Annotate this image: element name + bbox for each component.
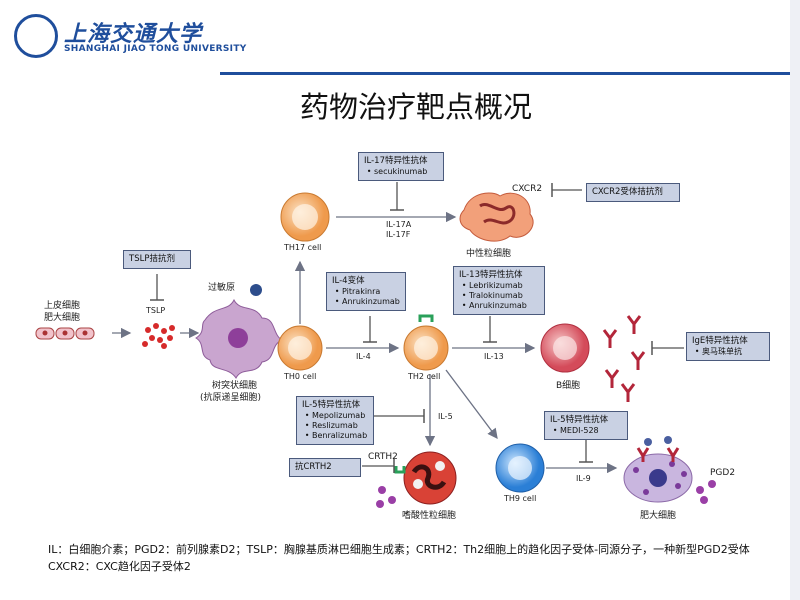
il5b-drug-1: MEDI-528 — [560, 426, 622, 436]
crth2-label: CRTH2 — [368, 452, 398, 462]
il5-box-title: IL-5特异性抗体 — [302, 400, 361, 410]
il13-label: IL-13 — [484, 352, 504, 361]
header-divider — [220, 72, 800, 75]
epithelial-cell-label: 上皮细胞 — [44, 301, 81, 311]
neutrophil-icon — [459, 192, 534, 242]
allergen-label: 过敏原 — [208, 283, 236, 293]
il4-label: IL-4 — [356, 352, 371, 361]
allergen-icon — [250, 284, 262, 296]
b-cell-label: B细胞 — [556, 381, 581, 391]
il5-drug-3: Benralizumab — [312, 431, 368, 441]
cxcr2-antagonist-box: CXCR2受体拮抗剂 — [586, 183, 680, 202]
il13-antibody-box: IL-13特异性抗体 Lebrikizumab Tralokinumab Anr… — [453, 266, 545, 315]
university-seal-icon — [14, 14, 58, 58]
footnote: IL：白细胞介素；PGD2：前列腺素D2；TSLP：胸腺基质淋巴细胞生成素；CR… — [48, 542, 750, 575]
il17a-label: IL-17A — [386, 220, 412, 229]
ige-antibody-icons — [602, 315, 646, 402]
footnote-line-2: CXCR2：CXC趋化因子受体2 — [48, 559, 191, 573]
ige-drug-1: 奥马珠单抗 — [702, 347, 764, 357]
il13-box-title: IL-13特异性抗体 — [459, 270, 523, 280]
pgd2-label: PGD2 — [710, 468, 736, 478]
side-bar — [790, 0, 800, 600]
footnote-line-1: IL：白细胞介素；PGD2：前列腺素D2；TSLP：胸腺基质淋巴细胞生成素；CR… — [48, 543, 750, 556]
cxcr2-box-title: CXCR2受体拮抗剂 — [592, 187, 663, 197]
mast-cell-icon — [623, 436, 693, 503]
crth2-antagonist-box: 抗CRTH2 — [289, 458, 361, 477]
il9-label: IL-9 — [576, 474, 591, 483]
il4-drug-1: Pitrakinra — [342, 287, 400, 297]
il5-antibody-box-2: IL-5特异性抗体 MEDI-528 — [544, 411, 628, 440]
il4-box-title: IL-4变体 — [332, 276, 365, 286]
tslp-antagonist-box: TSLP拮抗剂 — [123, 250, 191, 269]
il13-drug-3: Anrukinzumab — [469, 301, 539, 311]
il5b-box-title: IL-5特异性抗体 — [550, 415, 609, 425]
il4-drug-2: Anrukinzumab — [342, 297, 400, 307]
th9-label: TH9 cell — [504, 494, 537, 503]
il4-variant-box: IL-4变体 Pitrakinra Anrukinzumab — [326, 272, 406, 311]
epithelial-cells — [35, 327, 95, 340]
th2-label: TH2 cell — [408, 372, 441, 381]
cxcr2-label: CXCR2 — [512, 184, 543, 194]
il13-drug-2: Tralokinumab — [469, 291, 539, 301]
il17-antibody-box: IL-17特异性抗体 secukinumab — [358, 152, 444, 181]
il5-antibody-box: IL-5特异性抗体 Mepolizumab Reslizumab Benrali… — [296, 396, 374, 445]
mast-cell-label: 肥大细胞 — [640, 511, 677, 521]
page-title: 药物治疗靶点概况 — [300, 90, 533, 124]
ige-antibody-box: IgE特异性抗体 奥马珠单抗 — [686, 332, 770, 361]
il5-drug-1: Mepolizumab — [312, 411, 368, 421]
th0-label: TH0 cell — [284, 372, 317, 381]
eosinophil-icon — [403, 451, 457, 505]
il13-drug-1: Lebrikizumab — [469, 281, 539, 291]
logo-english-text: SHANGHAI JIAO TONG UNIVERSITY — [64, 44, 247, 54]
logo-chinese-text: 上海交通大学 — [64, 21, 203, 47]
il5-drug-2: Reslizumab — [312, 421, 368, 431]
il17-drug-1: secukinumab — [374, 167, 438, 177]
mast-cell-top-label: 肥大细胞 — [44, 313, 81, 323]
dendritic-cell-label: 树突状细胞 — [212, 381, 258, 391]
il17f-label: IL-17F — [386, 230, 411, 239]
apc-label: (抗原递呈细胞) — [200, 393, 262, 403]
il5-label: IL-5 — [438, 412, 453, 421]
neutrophil-label: 中性粒细胞 — [466, 249, 512, 259]
dendritic-cell-icon — [195, 298, 284, 379]
tslp-box-title: TSLP拮抗剂 — [129, 254, 175, 264]
eosinophil-label: 嗜酸性粒细胞 — [402, 511, 457, 521]
ige-box-title: IgE特异性抗体 — [692, 336, 748, 346]
crth2-box-title: 抗CRTH2 — [295, 462, 332, 472]
tslp-molecules — [142, 323, 175, 349]
th17-label: TH17 cell — [284, 243, 322, 252]
il17-box-title: IL-17特异性抗体 — [364, 156, 428, 166]
tslp-label: TSLP — [146, 306, 166, 315]
